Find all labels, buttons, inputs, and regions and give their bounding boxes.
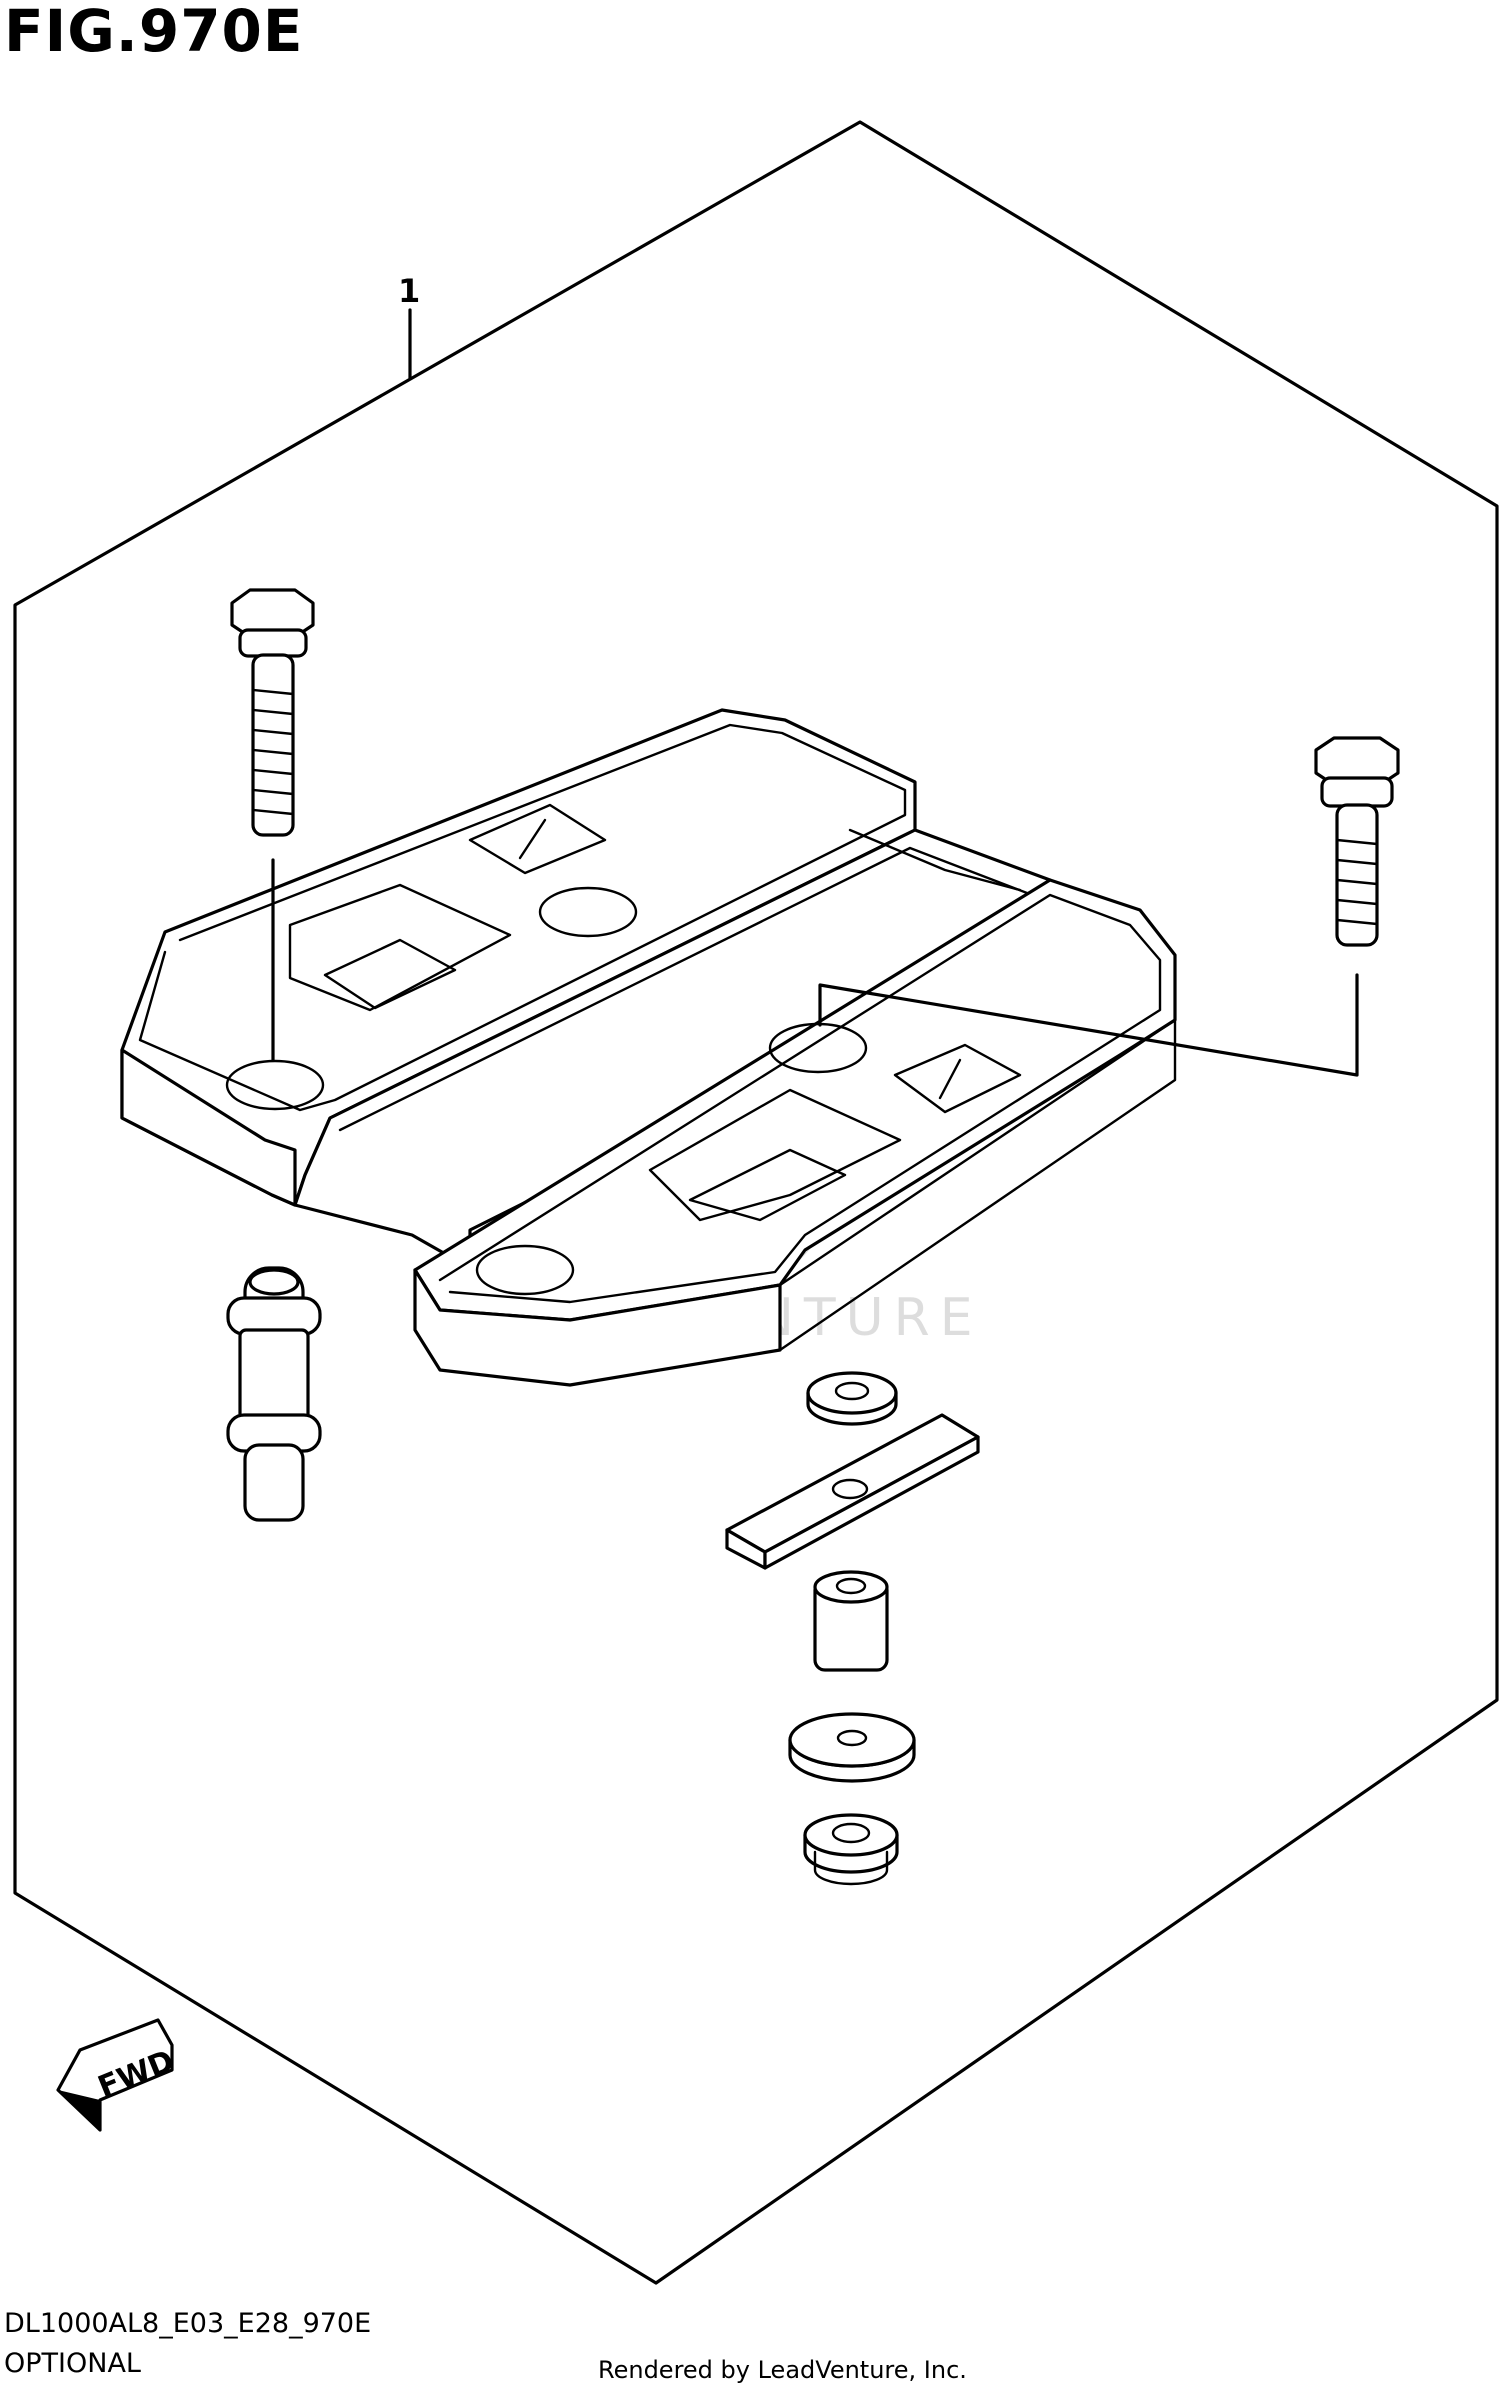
collar-spacer[interactable]: [813, 1570, 889, 1672]
bolt-right[interactable]: [1314, 736, 1400, 947]
figure-title: FIG.970E: [4, 0, 304, 65]
callout-label-1[interactable]: 1: [398, 272, 420, 310]
flat-plate[interactable]: [725, 1413, 980, 1570]
mounting-stud[interactable]: [226, 1266, 322, 1522]
section-label: OPTIONAL: [4, 2348, 141, 2379]
fwd-arrow-icon: FWD: [56, 2018, 179, 2132]
washer-large[interactable]: [788, 1712, 916, 1783]
washer-small[interactable]: [806, 1371, 898, 1426]
kit-group-outline: [13, 120, 1499, 2285]
carrier-base-plate[interactable]: [120, 708, 1177, 1387]
bolt-right-guide-line: [818, 973, 1359, 1077]
diagram-code: DL1000AL8_E03_E28_970E: [4, 2308, 372, 2339]
bolt-left[interactable]: [230, 588, 315, 837]
render-credit: Rendered by LeadVenture, Inc.: [598, 2356, 967, 2384]
flange-nut[interactable]: [803, 1813, 899, 1886]
